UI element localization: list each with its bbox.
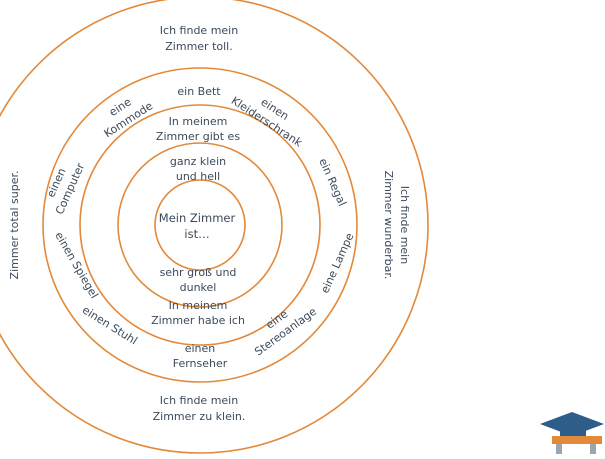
center-line-2: ist… [184, 227, 209, 241]
logo-desk-icon [552, 436, 602, 444]
ring4-bottom-line-2: Zimmer zu klein. [153, 410, 246, 423]
ring2-bottom-line-1: In meinem [169, 299, 228, 312]
ring-2 [79, 104, 321, 346]
item-kleiderschrank: einen Kleiderschrank [229, 94, 305, 150]
center-line-1: Mein Zimmer [159, 211, 236, 225]
ring-outer [0, 0, 429, 454]
logo-leg-left [556, 444, 562, 454]
ring4-right-line-2: Zimmer wunderbar. [382, 171, 395, 280]
ring4-top-line-2: Zimmer toll. [165, 40, 232, 53]
ring4-right-line-1: Ich finde mein [398, 186, 411, 264]
ring2-top-line-2: Zimmer gibt es [156, 130, 240, 143]
item-spiegel: einen Spiegel [52, 230, 101, 301]
logo-leg-right [590, 444, 596, 454]
item-lampe: eine Lampe [318, 231, 356, 295]
ring2-bottom-line-2: Zimmer habe ich [151, 314, 245, 327]
item-stuhl-text: einen Stuhl [80, 303, 140, 347]
ring1-top-line-1: ganz klein [170, 155, 226, 168]
ring4-left: Zimmer total super. [8, 171, 21, 280]
ring4-top-line-1: Ich finde mein [160, 24, 238, 37]
item-bett: ein Bett [177, 85, 221, 98]
logo-cap-icon [540, 412, 604, 436]
ring4-bottom-line-1: Ich finde mein [160, 394, 238, 407]
item-lampe-text: eine Lampe [318, 231, 356, 295]
item-stereoanlage: eine Stereoanlage [252, 305, 319, 359]
ring-1 [117, 142, 283, 308]
ring1-top-line-2: und hell [176, 170, 220, 183]
ring4-left-text: Zimmer total super. [8, 171, 21, 280]
ring4-right: Ich finde mein Zimmer wunderbar. [382, 171, 411, 280]
item-computer: einen Computer [44, 161, 87, 217]
item-stuhl: einen Stuhl [80, 303, 140, 347]
ring2-top-line-1: In meinem [169, 115, 228, 128]
item-fernseher-line-1: einen [185, 342, 216, 355]
ring-3 [42, 67, 358, 383]
item-spiegel-text: einen Spiegel [52, 230, 101, 301]
item-fernseher-line-2: Fernseher [173, 357, 228, 370]
graduation-desk-logo [540, 412, 604, 454]
logo-cap-base [560, 428, 586, 436]
ring1-bottom-line-1: sehr groß und [160, 266, 237, 279]
ring1-bottom-line-2: dunkel [180, 281, 217, 294]
ring-center [154, 179, 246, 271]
